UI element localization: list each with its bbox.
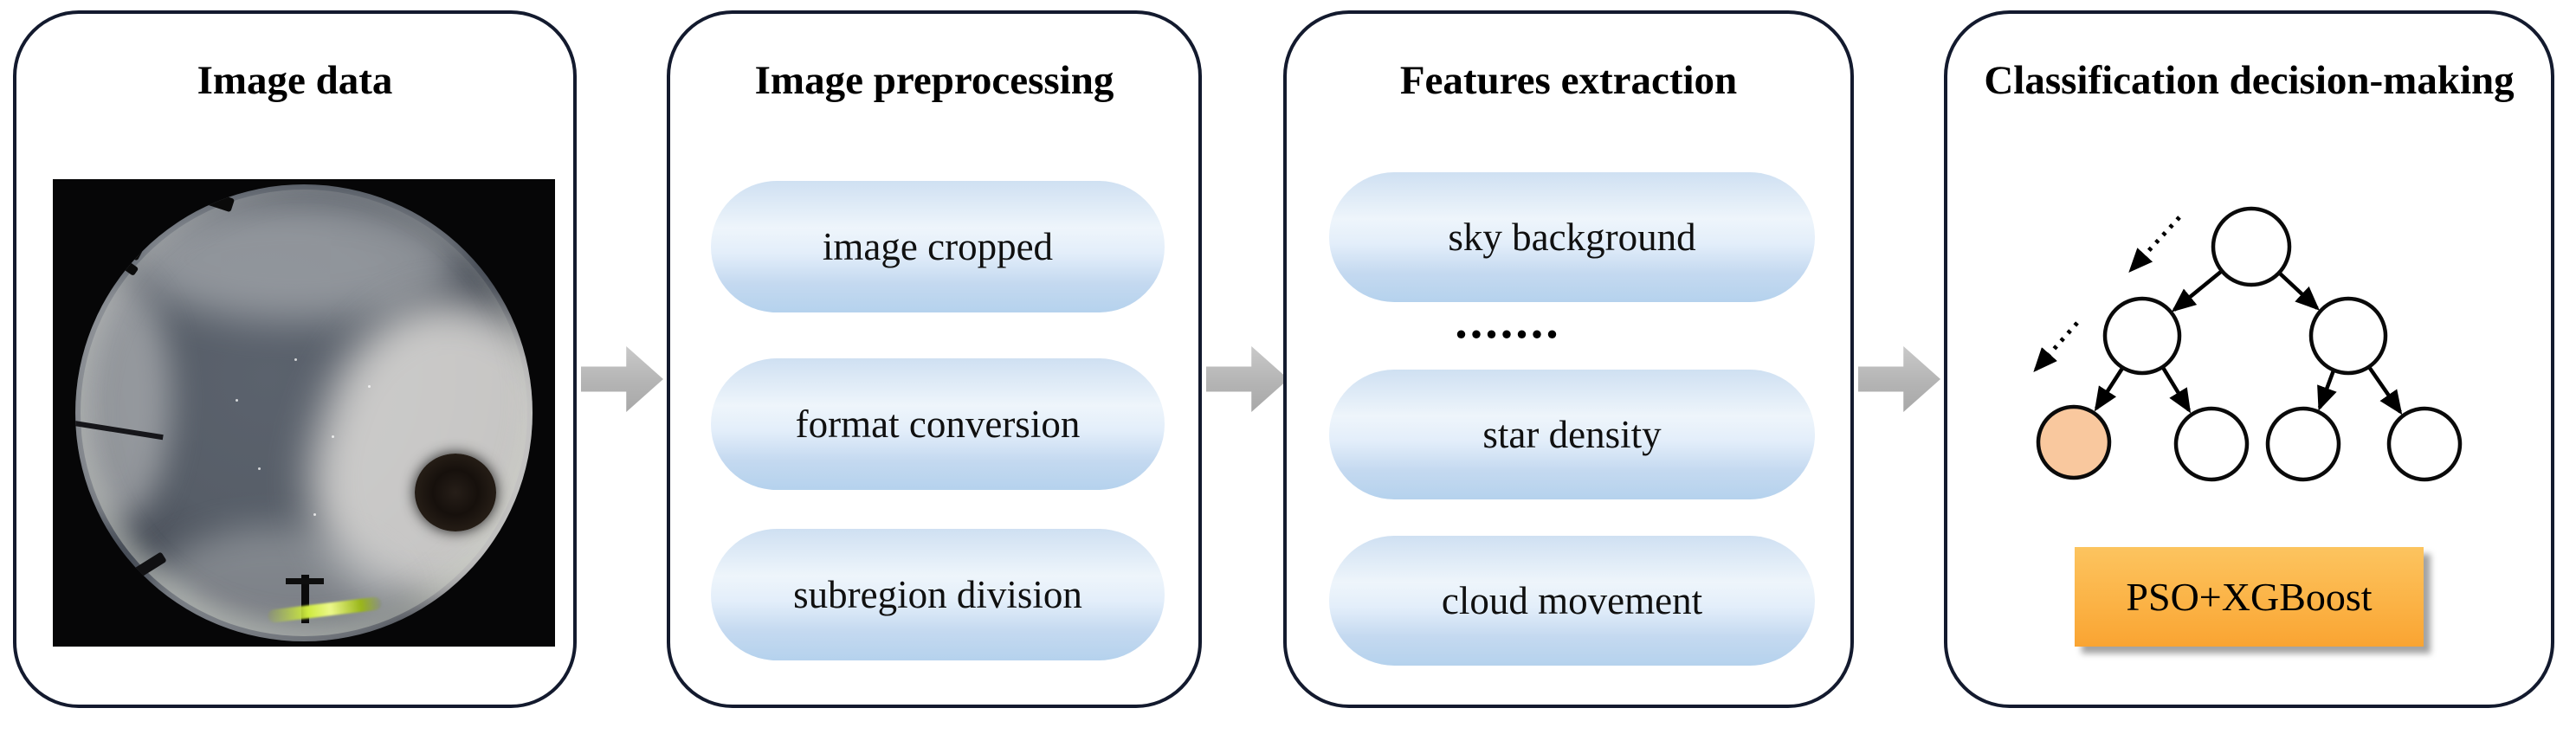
panel-title: Classification decision-making [1984, 58, 2515, 103]
tree-node [2265, 406, 2341, 482]
panel-title: Features extraction [1399, 58, 1738, 103]
tree-node [2173, 406, 2250, 482]
star-dot [367, 385, 371, 389]
dashed-arrow-icon [2128, 216, 2181, 273]
panel-image-data: Image data [13, 10, 577, 708]
tree-node-root [2211, 206, 2292, 287]
antenna-silhouette [301, 574, 310, 623]
star-dot [258, 467, 261, 471]
ellipsis-dots: ....... [1455, 293, 1561, 349]
flow-arrow-icon [1858, 346, 1940, 412]
tree-node [2386, 406, 2463, 482]
star-dot [331, 435, 334, 439]
feature-pill: star density [1329, 370, 1815, 499]
step-pill: subregion division [711, 529, 1165, 660]
tree-node-highlighted [2036, 404, 2112, 480]
antenna-silhouette [285, 578, 324, 584]
cloud-patch [148, 527, 405, 641]
decision-tree-svg [2033, 206, 2463, 482]
cloud-patch [130, 197, 460, 322]
decision-tree-diagram [1947, 197, 2558, 500]
tree-edge [2171, 269, 2224, 312]
step-pill: image cropped [711, 181, 1165, 312]
fisheye-sky-image [75, 184, 533, 641]
flow-arrow-icon [1206, 346, 1288, 412]
flow-arrow-icon [581, 346, 663, 412]
panel-image-preprocessing: Image preprocessing image cropped format… [667, 10, 1202, 708]
panel-title: Image data [197, 58, 393, 103]
panel-features-extraction: Features extraction sky background .....… [1283, 10, 1854, 708]
tree-edge [2094, 365, 2125, 412]
tree-edge [2367, 365, 2403, 415]
star-dot [294, 357, 298, 361]
dashed-arrow-icon [2033, 321, 2079, 372]
feature-pill: cloud movement [1329, 536, 1815, 666]
tree-edge [2317, 370, 2337, 411]
star-dot [313, 513, 316, 517]
star-dot [235, 399, 238, 402]
tree-node [2308, 296, 2388, 376]
step-pill: format conversion [711, 358, 1165, 490]
tree-edge [2277, 271, 2320, 311]
telescope-dome-silhouette [414, 454, 496, 532]
panel-title: Image preprocessing [754, 58, 1114, 103]
tree-edge [2160, 364, 2192, 414]
all-sky-photo [53, 179, 555, 647]
cloud-patch [75, 275, 171, 523]
classifier-label-box: PSO+XGBoost [2075, 547, 2424, 647]
feature-pill: sky background [1329, 172, 1815, 302]
panel-classification: Classification decision-making [1944, 10, 2554, 708]
tree-node [2102, 296, 2182, 376]
